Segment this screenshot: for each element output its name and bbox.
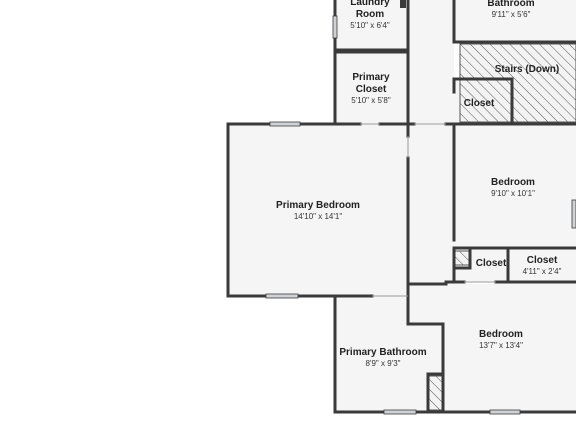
doors — [360, 123, 496, 297]
bath-top-label: Bathroom — [487, 0, 534, 9]
laundry-label-2: Room — [356, 9, 384, 20]
window — [571, 199, 576, 229]
primary-bath-label: Primary Bathroom — [339, 347, 426, 358]
closet-b-hatch — [454, 250, 471, 266]
laundry-dims: 5'10" x 6'4" — [350, 21, 390, 30]
hallway-floor — [408, 0, 454, 284]
bedroom-b-label: Bedroom — [479, 329, 523, 340]
primary-closet-dims: 5'10" x 5'8" — [351, 96, 391, 105]
bedroom-a-label: Bedroom — [491, 177, 535, 188]
windows — [265, 15, 576, 415]
primary-bedroom-dims: 14'10" x 14'1" — [294, 212, 342, 221]
bath-top-dims: 9'11" x 5'6" — [492, 10, 531, 19]
window — [332, 15, 338, 39]
primary-closet-label-2: Closet — [356, 84, 387, 95]
bath-hatch — [427, 375, 443, 411]
window — [383, 409, 417, 415]
bath-top-floor — [454, 0, 576, 42]
small-fixture — [400, 0, 406, 8]
walls — [226, 0, 576, 414]
bedroom-a-floor — [454, 124, 576, 248]
laundry-label: Laundry — [350, 0, 390, 8]
laundry-floor — [335, 0, 408, 50]
closet-c-floor — [510, 248, 576, 282]
closet-c-dims: 4'11" x 2'4" — [523, 267, 562, 276]
closet-b-label: Closet — [476, 258, 507, 269]
primary-closet-floor — [335, 52, 408, 124]
stairs-label: Stairs (Down) — [495, 64, 559, 75]
bedroom-b-dims: 13'7" x 13'4" — [479, 341, 523, 350]
room-labels: Laundry Room 5'10" x 6'4" Bathroom 9'11"… — [276, 0, 562, 368]
stairs-hatch — [459, 43, 576, 123]
window — [265, 293, 299, 299]
window — [489, 409, 521, 415]
primary-bedroom-label: Primary Bedroom — [276, 200, 360, 211]
closet-a-label: Closet — [464, 98, 495, 109]
primary-bath-dims: 8'9" x 9'3" — [366, 359, 401, 368]
window — [269, 121, 301, 127]
primary-bedroom-floor — [228, 124, 408, 296]
bedroom-a-dims: 9'10" x 10'1" — [491, 189, 535, 198]
primary-closet-label: Primary — [352, 72, 390, 83]
closet-c-label: Closet — [527, 255, 558, 266]
